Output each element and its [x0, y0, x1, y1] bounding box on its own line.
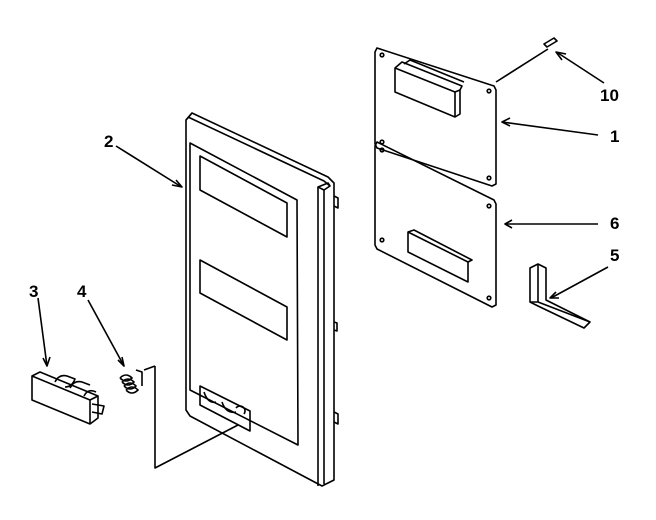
- label-spring: 4: [77, 282, 87, 301]
- button-part: [31, 371, 105, 425]
- door-part: [185, 112, 339, 487]
- label-bracket: 5: [610, 246, 620, 265]
- spring-part: [119, 369, 143, 394]
- label-screw: 10: [600, 86, 619, 105]
- bracket-part: [529, 263, 591, 329]
- label-button: 3: [29, 282, 39, 301]
- label-control-panel-upper: 1: [610, 127, 620, 146]
- label-control-panel-lower: 6: [610, 214, 620, 233]
- leader-lines: [37, 48, 609, 469]
- label-door: 2: [104, 132, 114, 151]
- lower-panel-part: [374, 141, 497, 308]
- upper-panel-part: [374, 37, 558, 187]
